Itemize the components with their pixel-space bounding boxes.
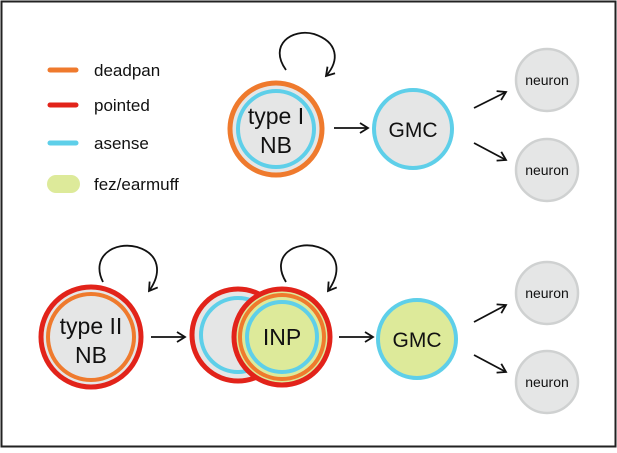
bottom-neuron-1-circle [514,260,580,326]
inp-inner-ring [245,300,319,374]
legend: deadpan pointed asense fez/earmuff [47,61,179,194]
type-i-lineage: type I NB GMC neuron neuron [227,31,580,203]
self-renewal-arrow-inp [280,244,338,293]
bottom-gmc-ring [376,298,458,380]
top-gmc-label: GMC [389,119,438,142]
bottom-neuron-2-label: neuron [525,374,569,390]
arrow-gmc-to-neuron2-top [473,142,508,162]
self-renewal-arrow-type-ii [98,244,159,293]
legend-label-pointed: pointed [94,96,150,115]
top-gmc-cell: GMC [372,88,454,170]
type-ii-nb-label-line1: type II [60,313,123,339]
type-i-nb-label-line2: NB [260,132,292,158]
self-renewal-arrow-type-i [278,31,336,78]
bottom-neuron-2: neuron [514,349,580,415]
bottom-neuron-1: neuron [514,260,580,326]
inp-middle-ring [238,293,326,381]
type-ii-nb-cell: type II NB [38,284,144,390]
legend-label-fez-earmuff: fez/earmuff [94,175,179,194]
type-i-nb-label-line1: type I [248,103,304,129]
type-ii-lineage: type II NB INP GMC neuron [38,244,580,415]
bottom-gmc-label: GMC [393,329,442,352]
type-ii-nb-core [51,297,131,377]
top-neuron-2-label: neuron [525,162,569,178]
top-neuron-2-circle [514,137,580,203]
inp-cell: INP [231,286,333,388]
legend-swatch-fez-earmuff [47,175,80,193]
top-neuron-1-circle [514,47,580,113]
bottom-gmc-cell: GMC [376,298,458,380]
arrow-gmc-to-neuron2-bottom [473,354,508,374]
legend-label-asense: asense [94,134,149,153]
type-i-nb-inner-ring [236,89,316,169]
top-neuron-1-label: neuron [525,72,569,88]
inp-label: INP [263,324,301,350]
type-ii-nb-label-line2: NB [75,342,107,368]
bottom-neuron-2-circle [514,349,580,415]
arrow-gmc-to-neuron1-bottom [473,303,508,323]
type-i-nb-cell: type I NB [227,80,325,178]
arrow-gmc-to-neuron1-top [473,90,508,109]
top-neuron-2: neuron [514,137,580,203]
type-ii-nb-middle-ring [46,292,136,382]
legend-label-deadpan: deadpan [94,61,160,80]
top-neuron-1: neuron [514,47,580,113]
bottom-neuron-1-label: neuron [525,285,569,301]
top-gmc-ring [372,88,454,170]
